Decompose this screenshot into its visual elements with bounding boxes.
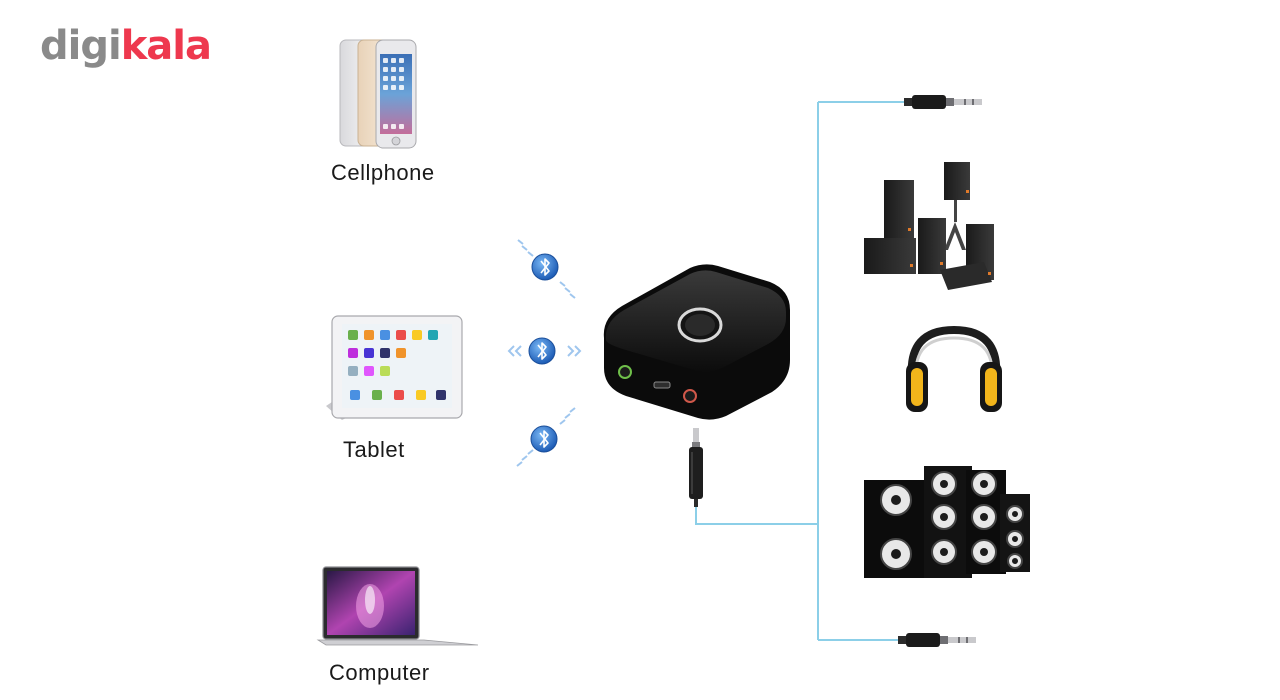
bluetooth-signal-top [517,239,576,299]
bluetooth-signal-middle [507,337,582,365]
tablet-label: Tablet [343,437,405,462]
pa-speakers-image [864,162,994,290]
computer-label: Computer [329,660,430,685]
tablet-image [326,315,463,420]
logo-part-digi: digi [40,23,122,69]
bluetooth-signal-bottom [516,407,576,467]
digikala-logo: digikala [40,23,212,69]
headphones-image [906,325,1002,412]
bluetooth-receiver-device [603,264,790,420]
aux-plug-vertical [689,428,703,507]
aux-plug-top [904,95,982,109]
audio-cable-lines [695,101,906,641]
aux-plug-bottom [898,633,976,647]
cellphone-image [339,39,417,149]
logo-part-kala: kala [120,23,212,69]
cellphone-label: Cellphone [331,160,435,185]
home-speakers-image [864,466,1030,578]
computer-image [316,566,479,646]
